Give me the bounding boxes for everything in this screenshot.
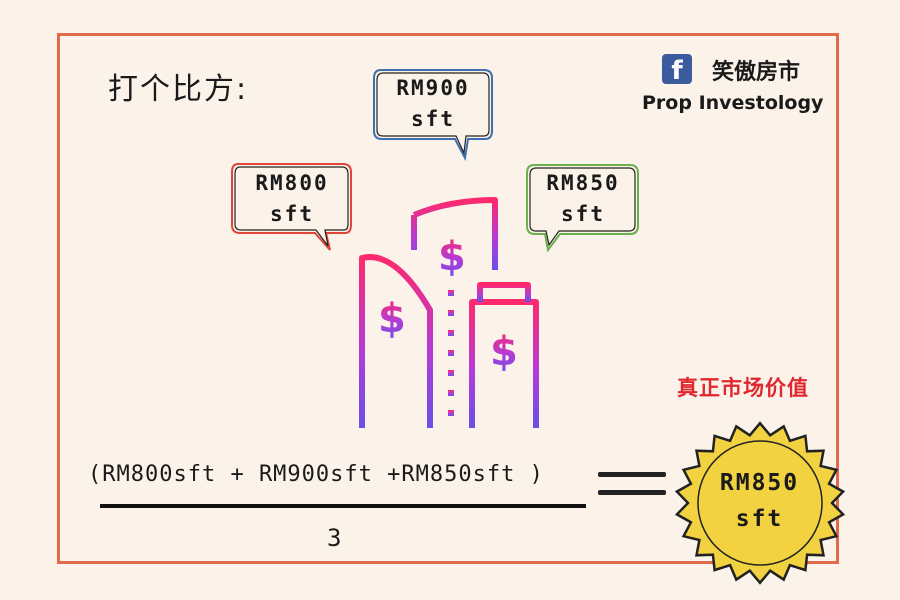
bubble-rm850-text: RM850 sft	[546, 171, 620, 226]
fraction-divider	[100, 504, 586, 508]
speech-bubble-rm900	[373, 69, 493, 162]
bubble-rm900-text: RM900 sft	[396, 76, 470, 131]
speech-bubble-rm850	[526, 164, 639, 253]
intro-text: 打个比方:	[108, 72, 249, 107]
seal-badge	[674, 421, 846, 585]
true-market-value-label: 真正市场价值	[677, 376, 809, 400]
brand-block[interactable]: f 笑傲房市 Prop Investology	[642, 52, 842, 122]
brand-name-cn: 笑傲房市	[712, 60, 801, 85]
page-frame	[57, 33, 839, 564]
equation-denominator: 3	[327, 524, 342, 552]
bubble-rm800-text: RM800 sft	[255, 171, 329, 226]
equals-sign	[598, 472, 666, 508]
svg-text:$: $	[490, 329, 518, 375]
svg-text:$: $	[378, 296, 406, 342]
equation-numerator: (RM800sft + RM900sft +RM850sft )	[88, 462, 544, 487]
buildings-dollar-icon: $ $ $	[344, 185, 554, 433]
seal-value-text: RM850 sft	[719, 470, 800, 532]
brand-name-en: Prop Investology	[642, 92, 824, 114]
speech-bubble-rm800	[231, 163, 352, 251]
svg-text:$: $	[438, 234, 466, 280]
facebook-icon[interactable]: f	[662, 54, 692, 86]
